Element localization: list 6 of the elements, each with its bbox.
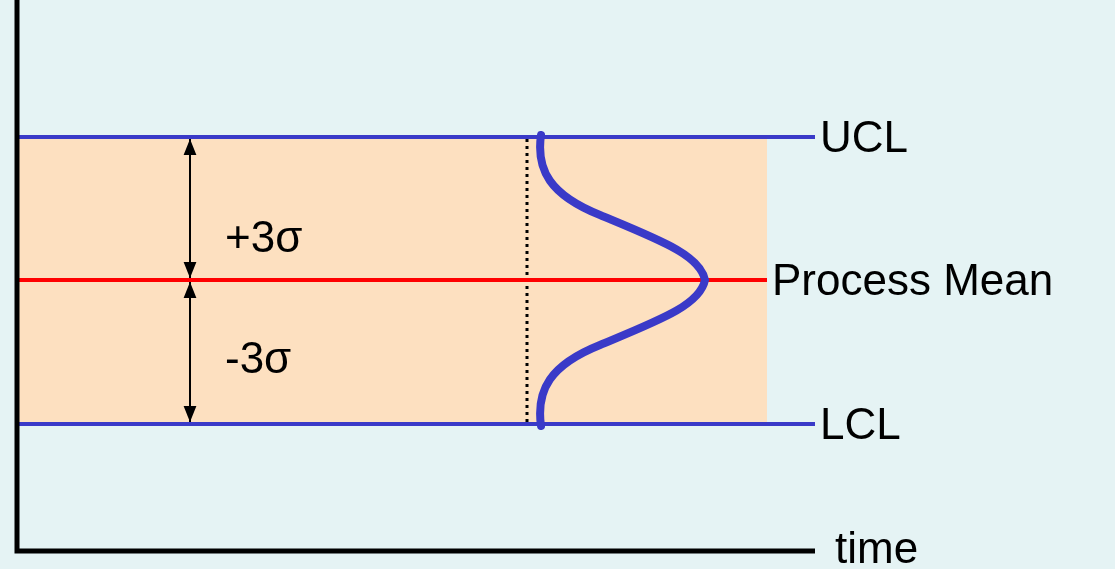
axis-label: time bbox=[835, 526, 919, 569]
limit-label: LCL bbox=[820, 402, 901, 446]
mean-label: Process Mean bbox=[772, 258, 1054, 302]
dimension-label: -3σ bbox=[225, 336, 292, 380]
limit-label: UCL bbox=[820, 115, 909, 159]
dimension-label: +3σ bbox=[225, 215, 303, 259]
